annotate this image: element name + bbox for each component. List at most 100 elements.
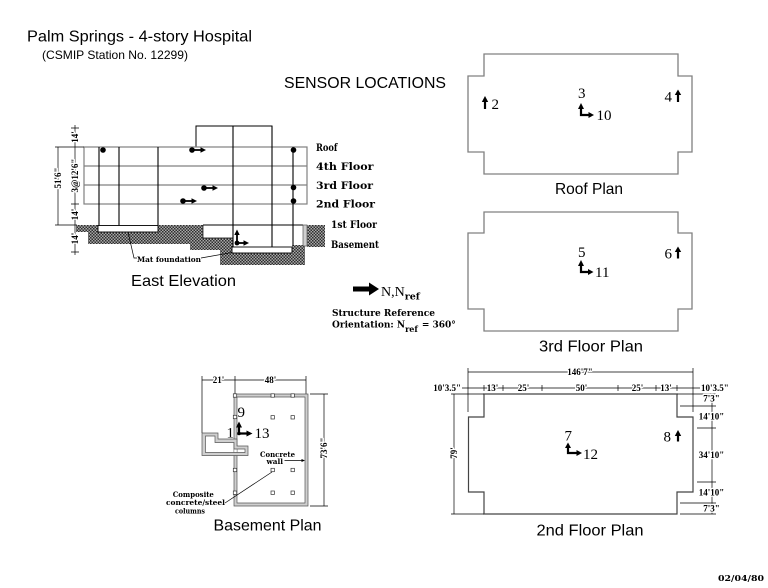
- orientation-caption-main: Orientation: N: [332, 321, 405, 331]
- sensor-arrow-biaxial-icon: [565, 442, 582, 456]
- sensor-dot-icon: [290, 198, 297, 204]
- sensor-arrow-biaxial-icon: [578, 103, 594, 118]
- sensor-channel-label: 5: [578, 245, 586, 261]
- sensor-channel-label: 4: [665, 90, 673, 106]
- note-text: Composite: [173, 490, 214, 499]
- dimension-label-segment: 10'3.5": [701, 383, 729, 393]
- wall-opening: [234, 449, 237, 453]
- leader-line: [127, 231, 137, 259]
- dimension-label-annex-width: 21': [213, 375, 225, 385]
- arrowhead-up: [234, 229, 240, 235]
- soil-hatch: [76, 225, 98, 232]
- sensor-arrow-right-icon: [180, 198, 197, 204]
- sensor-arrow-biaxial-icon: [578, 260, 594, 275]
- station-subtitle: (CSMIP Station No. 12299): [42, 48, 188, 62]
- soil-hatch: [88, 232, 203, 244]
- basement-width-dimensions: 21' 48': [201, 374, 307, 433]
- dimension-label-segment: 34'10": [699, 450, 725, 460]
- sensor-dot-icon: [100, 147, 106, 153]
- note-text: wall: [266, 457, 284, 466]
- level-label-basement: Basement: [331, 239, 379, 251]
- basement-depth-dimension: 73'6": [310, 393, 330, 507]
- column-markers: [232, 393, 295, 495]
- dimension-label-main-width: 48': [265, 375, 277, 385]
- elevation-sensors: [100, 147, 297, 246]
- orientation-caption-line1: Structure Reference: [332, 309, 435, 319]
- arrowhead-right: [212, 185, 218, 191]
- basement-retaining-wall: [302, 224, 308, 247]
- note-text: columns: [175, 507, 205, 516]
- north-label: N,Nref: [381, 285, 421, 303]
- orientation-caption-subscript: ref: [405, 324, 418, 334]
- level-label-3rd-floor: 3rd Floor: [316, 180, 373, 192]
- extension-lines: [201, 376, 307, 433]
- second-floor-plan-outline: [467, 393, 694, 515]
- level-label-roof: Roof: [316, 142, 339, 154]
- mat-foundation-west: [97, 225, 159, 233]
- dimension-label-penthouse: 14': [70, 131, 80, 143]
- sensor-dot-icon: [290, 184, 297, 191]
- sensor-channel-label: 10: [597, 108, 612, 124]
- drawing-date: 02/04/80: [718, 574, 764, 584]
- page-title: Palm Springs - 4-story Hospital: [27, 29, 252, 46]
- sensor-arrow-up-icon: [674, 89, 682, 102]
- dimension-label-segment: 14'10": [699, 412, 725, 422]
- note-text: concrete/steel: [166, 498, 225, 507]
- east-elevation: 14' 3@12'6" 14' 14' 51'6" Roof 4th Floor…: [52, 125, 379, 290]
- arrowhead-right: [576, 450, 582, 456]
- arrowhead-right: [588, 269, 594, 275]
- column-marker-icon: [270, 490, 275, 495]
- arrowhead-up: [236, 421, 242, 428]
- dimension-label-upper-stories: 3@12'6": [70, 159, 80, 193]
- column-marker-icon: [232, 393, 238, 398]
- sensor-channel-label: 2: [492, 97, 500, 113]
- arrowhead-up: [578, 260, 584, 266]
- extension-lines: [451, 393, 484, 515]
- dimension-label-segment: 25': [518, 383, 530, 393]
- basement-recess-outline: [202, 225, 233, 239]
- soil-hatch: [158, 225, 203, 232]
- arrow-shaft: [579, 108, 589, 117]
- dimension-label-first-story: 14': [70, 209, 80, 221]
- sensor-arrow-right-icon: [201, 185, 218, 191]
- column-marker-icon: [270, 467, 275, 473]
- level-label-1st-floor: 1st Floor: [331, 219, 377, 231]
- dimension-label-basement: 14': [70, 233, 80, 245]
- leader-line: [200, 252, 233, 259]
- arrowhead-up: [481, 96, 489, 102]
- arrowhead-right: [200, 147, 206, 153]
- sensor-channel-label: 3: [578, 86, 586, 102]
- dimension-label-segment: 13': [487, 383, 499, 393]
- sensor-arrow-up-icon: [674, 430, 682, 442]
- arrowhead-right: [588, 112, 594, 118]
- sensor-arrow-right-icon: [189, 147, 206, 153]
- sensor-channel-label: 13: [255, 426, 270, 442]
- second-floor-plan-title: 2nd Floor Plan: [537, 523, 644, 540]
- basement-plan-title: Basement Plan: [214, 518, 322, 535]
- dimension-label-segment: 13': [660, 383, 672, 393]
- dimension-label-segment: 25': [632, 383, 644, 393]
- sensor-channel-label: 1: [227, 426, 235, 442]
- section-heading: SENSOR LOCATIONS: [284, 75, 446, 92]
- elevation-dimensions: 14' 3@12'6" 14' 14' 51'6": [52, 125, 84, 255]
- dimension-label-overall-width: 79': [449, 447, 459, 459]
- arrowhead-right: [191, 198, 197, 204]
- arrowhead-up: [565, 442, 571, 448]
- dimension-label-overall-length: 146'7": [567, 367, 593, 377]
- column-marker-icon: [232, 414, 238, 420]
- column-marker-icon: [270, 415, 275, 420]
- column-marker-icon: [290, 393, 295, 398]
- note-text: Concrete: [260, 450, 295, 459]
- mat-foundation-note: Mat foundation: [137, 255, 202, 264]
- arrowhead-up: [674, 430, 682, 436]
- soil-hatch: [292, 245, 305, 248]
- leader-arrowhead: [301, 459, 305, 462]
- sensor-arrow-biaxial-icon: [236, 421, 253, 437]
- arrowhead-right: [246, 430, 253, 437]
- north-label-main: N,N: [381, 285, 405, 300]
- elevation-title: East Elevation: [131, 273, 236, 290]
- roof-plan: 2 3 10 4 Roof Plan: [467, 53, 693, 198]
- sensor-channel-label: 9: [238, 405, 246, 421]
- roof-plan-outline: [467, 53, 693, 175]
